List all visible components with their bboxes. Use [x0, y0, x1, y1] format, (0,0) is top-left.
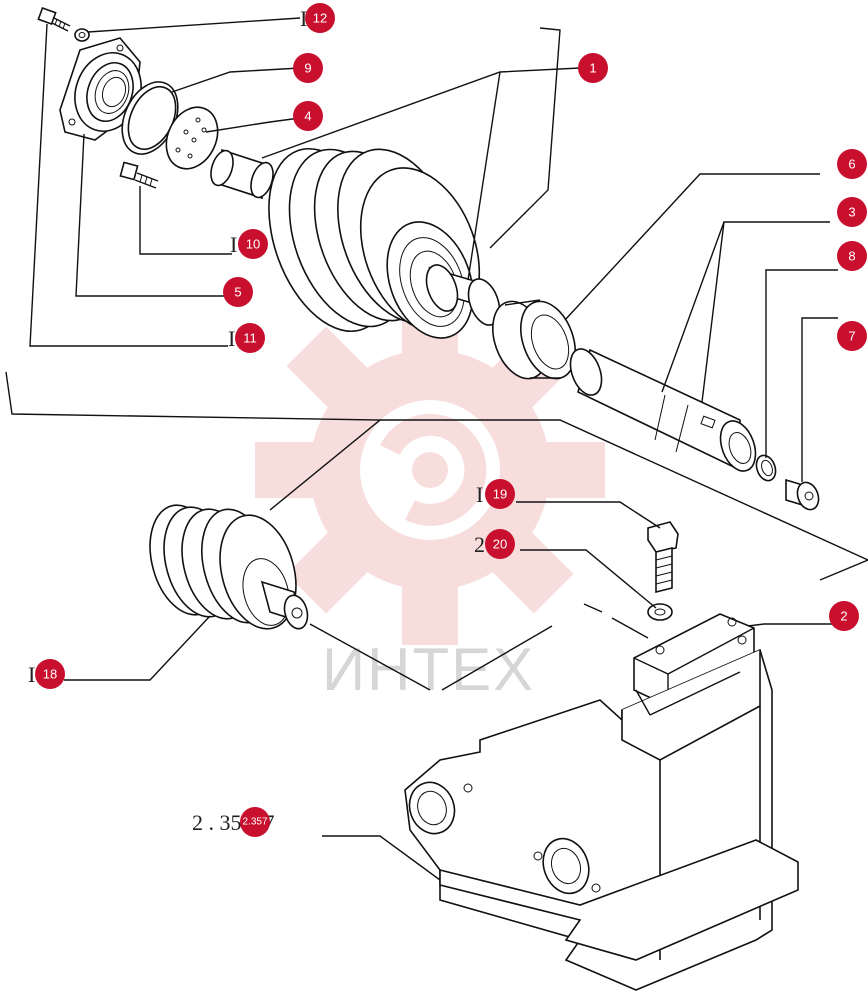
watermark-text: ИНТЕХ: [322, 636, 535, 703]
callout-9[interactable]: 9: [293, 53, 323, 83]
part-flange-cover-5: [59, 37, 142, 141]
callout-20-label: 20: [493, 537, 507, 552]
callout-20[interactable]: 2 20: [474, 529, 515, 559]
callout-2-label: 2: [840, 609, 847, 624]
callout-5[interactable]: 5: [223, 277, 253, 307]
callout-12-prefix: I: [300, 6, 307, 31]
part-snap-ring-8: [755, 454, 777, 482]
part-plug-7: [785, 478, 820, 511]
leader-lines: [5, 17, 868, 881]
callout-3[interactable]: 3: [837, 197, 867, 227]
part-plate-4: [165, 106, 219, 170]
callout-18-label: 18: [43, 667, 57, 682]
part-shaft-3: [569, 348, 757, 472]
callout-2[interactable]: 2: [829, 601, 859, 631]
callout-7-label: 7: [848, 329, 855, 344]
part-o-ring-9: [121, 81, 179, 155]
part-bolt-10: [119, 161, 159, 189]
part-inner-bushing: [425, 264, 501, 326]
part-bolt-19: [647, 521, 679, 594]
callout-8[interactable]: 8: [837, 241, 867, 271]
callout-1-label: 1: [589, 61, 596, 76]
callout-18-prefix: I: [28, 662, 35, 687]
callout-19-prefix: I: [476, 482, 483, 507]
callout-18[interactable]: I 18: [28, 659, 65, 689]
callout-7[interactable]: 7: [837, 321, 867, 351]
callout-12-label: 12: [313, 11, 327, 26]
callout-11[interactable]: I 11: [228, 323, 265, 353]
part-washer-12: [74, 28, 90, 42]
callout-9-label: 9: [304, 61, 311, 76]
callout-20-prefix: 2: [474, 532, 485, 557]
callout-4-label: 4: [304, 109, 311, 124]
callout-11-prefix: I: [228, 326, 235, 351]
drawing-reference: 2 . 35 5 7 2.357: [192, 807, 275, 837]
callout-4[interactable]: 4: [293, 101, 323, 131]
callout-6[interactable]: 6: [837, 149, 867, 179]
callout-1[interactable]: 1: [578, 53, 608, 83]
callout-19-label: 19: [493, 487, 507, 502]
callout-10-label: 10: [246, 237, 260, 252]
callout-6-label: 6: [848, 157, 855, 172]
callout-11-label: 11: [243, 331, 257, 346]
callout-3-label: 3: [848, 205, 855, 220]
callout-10-prefix: I: [230, 232, 237, 257]
part-frame-bracket: [404, 648, 799, 991]
callout-10[interactable]: I 10: [230, 229, 268, 259]
part-washer-20: [647, 603, 673, 621]
part-bolt-12: [37, 6, 71, 32]
callout-5-label: 5: [234, 285, 241, 300]
callout-12[interactable]: I 12: [300, 3, 335, 33]
part-track-roller: [268, 147, 481, 339]
part-track-roller-assembled: [149, 504, 309, 630]
drawing-reference-badge-label: 2.357: [242, 817, 267, 828]
part-bearing-6: [492, 299, 576, 380]
drawing-reference-badge: [240, 807, 270, 837]
callout-8-label: 8: [848, 249, 855, 264]
part-bushing-sleeve: [210, 148, 274, 200]
callout-19[interactable]: I 19: [476, 479, 515, 509]
